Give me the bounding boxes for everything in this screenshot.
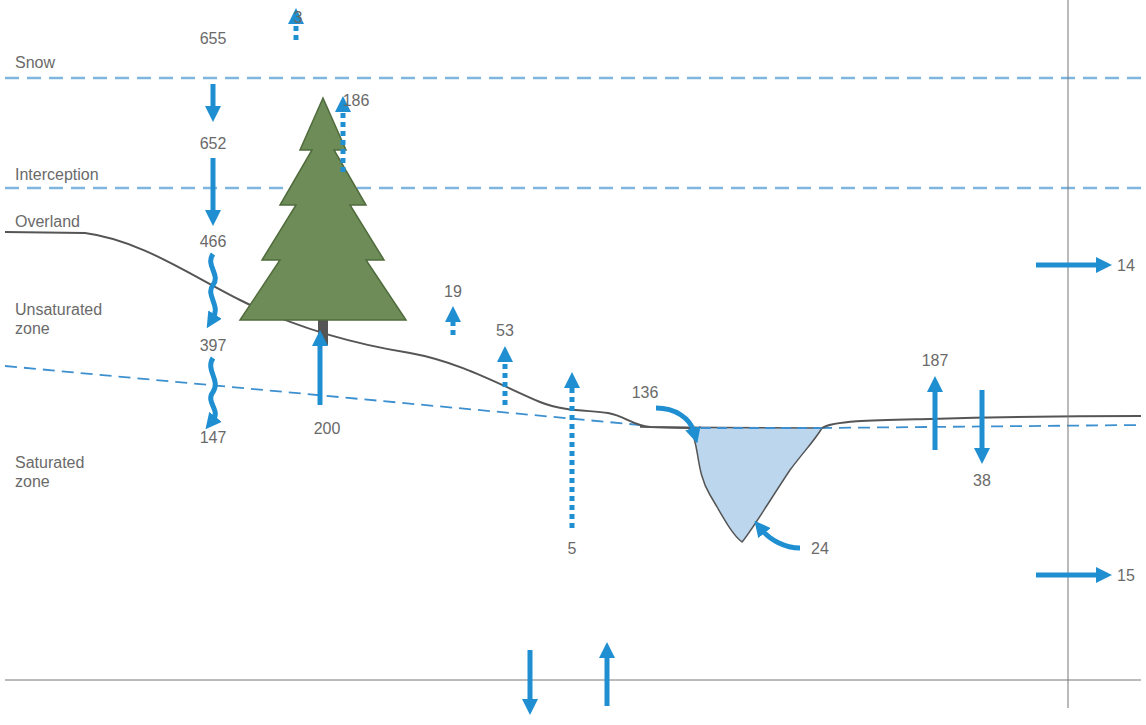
flux-value: 15 bbox=[1117, 566, 1135, 585]
zone-label: Interception bbox=[15, 165, 99, 184]
label-slot: 655 bbox=[200, 29, 227, 48]
flow-arrow bbox=[503, 358, 508, 405]
river bbox=[640, 427, 822, 542]
flow-arrow bbox=[211, 84, 216, 110]
zone-label: Unsaturated zone bbox=[15, 300, 115, 338]
label-slot: Overland bbox=[15, 212, 80, 231]
flux-value: 3 bbox=[294, 8, 303, 27]
flow-arrow bbox=[318, 342, 323, 405]
flow-arrow bbox=[341, 108, 346, 172]
flow-arrow bbox=[605, 654, 610, 706]
flux-value: 14 bbox=[1117, 256, 1135, 275]
label-slot: 652 bbox=[200, 134, 227, 153]
layer-lines bbox=[5, 78, 1141, 188]
flux-value: 187 bbox=[922, 351, 949, 370]
tree-crown bbox=[240, 98, 406, 320]
label-slot: 187 bbox=[922, 351, 949, 370]
flux-value: 466 bbox=[200, 232, 227, 251]
flux-value: 655 bbox=[200, 29, 227, 48]
flux-value: 53 bbox=[496, 321, 514, 340]
boundary-line bbox=[1068, 0, 1069, 708]
zone-label: Snow bbox=[15, 53, 55, 72]
flow-arrow bbox=[1036, 573, 1100, 578]
flux-value: 19 bbox=[444, 282, 462, 301]
flux-value: 5 bbox=[568, 539, 577, 558]
flux-value: 136 bbox=[632, 383, 659, 402]
flux-value: 652 bbox=[200, 134, 227, 153]
tree bbox=[240, 98, 406, 345]
flow-arrow bbox=[211, 158, 216, 214]
flux-arrows bbox=[211, 20, 1100, 706]
flow-arrow bbox=[1036, 263, 1100, 268]
label-slot: 466 bbox=[200, 232, 227, 251]
flux-value: 24 bbox=[811, 539, 829, 558]
label-slot: 15 bbox=[1117, 566, 1135, 585]
label-slot: 24 bbox=[811, 539, 829, 558]
label-slot: 53 bbox=[496, 321, 514, 340]
flow-arrow bbox=[656, 408, 694, 432]
flux-value: 186 bbox=[343, 91, 370, 110]
label-slot: 397 bbox=[200, 336, 227, 355]
flow-arrow bbox=[933, 388, 938, 450]
flow-arrow bbox=[211, 358, 216, 420]
label-slot: 200 bbox=[314, 419, 341, 438]
snow-line bbox=[5, 77, 1141, 80]
label-slot: Interception bbox=[15, 165, 99, 184]
flow-arrow bbox=[980, 390, 985, 452]
flow-arrow bbox=[570, 384, 575, 528]
river-surface bbox=[685, 427, 822, 429]
label-slot: 3 bbox=[294, 8, 303, 27]
flow-arrow bbox=[762, 530, 800, 548]
flow-arrow bbox=[528, 650, 533, 703]
label-slot: 14 bbox=[1117, 256, 1135, 275]
label-slot: 147 bbox=[200, 428, 227, 447]
zone-label: Overland bbox=[15, 212, 80, 231]
label-slot: 136 bbox=[632, 383, 659, 402]
flux-value: 200 bbox=[314, 419, 341, 438]
flow-arrow bbox=[211, 254, 216, 318]
label-slot: 5 bbox=[568, 539, 577, 558]
flux-value: 38 bbox=[973, 471, 991, 490]
label-slot: 19 bbox=[444, 282, 462, 301]
label-slot: 38 bbox=[973, 471, 991, 490]
label-slot: Unsaturated zone bbox=[15, 300, 115, 338]
interception-line bbox=[5, 187, 1141, 190]
flow-arrow bbox=[451, 318, 456, 335]
bottom-boundary bbox=[5, 680, 1141, 681]
label-slot: 186 bbox=[343, 91, 370, 110]
label-slot: Saturated zone bbox=[15, 453, 97, 491]
zone-label: Saturated zone bbox=[15, 453, 97, 491]
flux-value: 147 bbox=[200, 428, 227, 447]
label-slot: Snow bbox=[15, 53, 55, 72]
flux-value: 397 bbox=[200, 336, 227, 355]
